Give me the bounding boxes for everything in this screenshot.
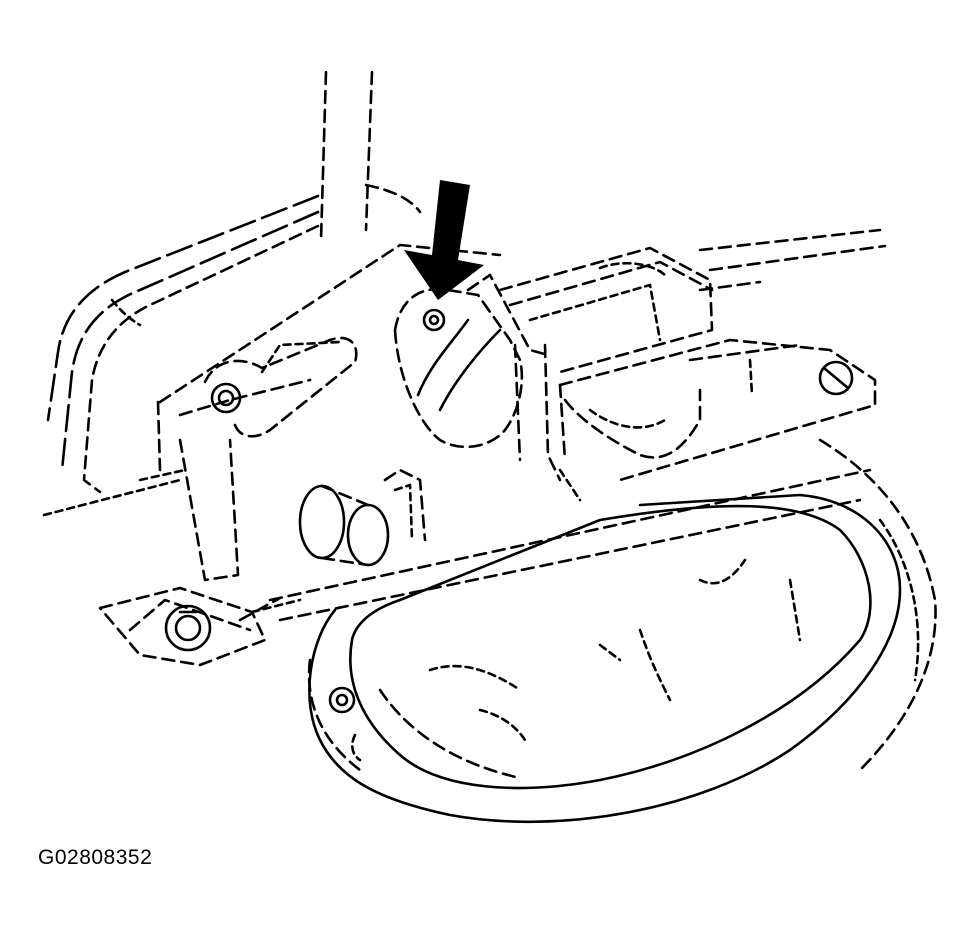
lower-housing [307, 438, 937, 824]
down-arrow-icon [404, 180, 484, 300]
right-mount [558, 338, 877, 482]
bushing [298, 468, 427, 567]
crossbar [268, 468, 872, 622]
connector-housing [498, 228, 887, 374]
figure-code: G02808352 [38, 846, 153, 869]
bracket-plate [138, 243, 502, 582]
upper-rod [319, 70, 422, 242]
lever-arm [203, 336, 358, 438]
pivot-lever [393, 273, 562, 482]
housing-bolt [328, 686, 362, 762]
left-frame [42, 194, 320, 517]
left-bolt-plate [98, 586, 302, 667]
